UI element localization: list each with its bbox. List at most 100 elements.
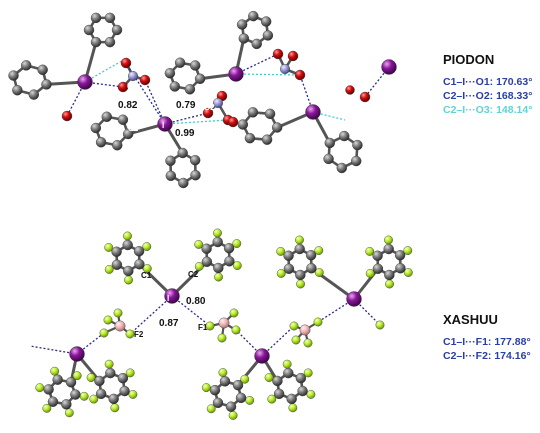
atom-label-o2: O2	[204, 103, 215, 112]
contact-line	[171, 295, 211, 327]
atom-f	[267, 394, 277, 404]
atom-c	[212, 236, 223, 248]
atom-c	[94, 375, 105, 387]
xashuu-angle-c1-i-f1: C1–I···F1: 177.88°	[443, 336, 531, 348]
atom-f	[276, 269, 286, 278]
atom-o	[227, 116, 239, 128]
atom-c	[283, 367, 294, 379]
atom-c	[351, 155, 362, 167]
piodon-distance-labels: 0.82 0.79 0.99	[118, 100, 196, 139]
atom-i	[69, 346, 85, 362]
atom-n	[280, 63, 291, 74]
atom-f	[124, 275, 133, 285]
atom-i	[346, 291, 362, 307]
distance-label-0-87: 0.87	[159, 318, 179, 329]
atom-label-c2: C2	[128, 124, 139, 133]
atom-c	[225, 401, 237, 412]
atom-f	[384, 235, 393, 245]
atom-c	[20, 60, 32, 71]
atom-c	[37, 64, 48, 76]
atom-f	[282, 359, 292, 369]
atom-f	[142, 242, 152, 251]
atom-label-f2: F2	[134, 330, 144, 339]
atom-c	[43, 384, 54, 395]
atom-f	[231, 325, 241, 335]
atom-c	[111, 24, 123, 36]
atom-f	[128, 390, 138, 399]
atom-f	[303, 368, 313, 378]
atom-c	[283, 263, 295, 274]
atom-n	[212, 97, 223, 108]
atom-c	[122, 239, 133, 251]
atom-f	[295, 235, 304, 245]
contact-line	[317, 298, 355, 323]
atom-c	[8, 70, 19, 81]
atom-c	[178, 177, 189, 189]
atom-label-o3: O3	[203, 121, 214, 130]
xashuu-title: XASHUU	[443, 312, 498, 327]
atom-o	[120, 57, 132, 69]
atom-c	[95, 388, 107, 400]
atom-o	[272, 48, 284, 60]
atom-f	[104, 243, 114, 252]
atom-c	[395, 263, 406, 274]
atom-label-c1: C1	[181, 140, 192, 149]
atom-c	[190, 169, 201, 181]
atom-c	[52, 374, 63, 385]
atom-f	[42, 403, 52, 413]
atom-f	[213, 228, 222, 238]
contact-line	[84, 57, 128, 83]
atom-c	[260, 16, 272, 27]
atom-c	[111, 246, 122, 257]
atom-c	[194, 73, 206, 84]
atom-f	[89, 394, 99, 404]
atom-i	[157, 116, 173, 132]
atom-c	[70, 389, 81, 400]
atom-label-c1: C1	[141, 271, 152, 280]
atom-f	[375, 320, 385, 330]
atom-c	[383, 243, 394, 255]
atom-o	[359, 91, 371, 103]
atom-f	[214, 272, 223, 282]
atom-c	[108, 393, 119, 405]
atom-c	[248, 10, 259, 22]
atom-c	[189, 154, 201, 166]
atom-f	[403, 268, 413, 277]
atom-f	[303, 338, 313, 348]
atom-c	[238, 33, 250, 44]
atom-c	[219, 376, 231, 387]
atom-c	[90, 12, 102, 24]
atom-f	[296, 279, 305, 289]
atom-f	[123, 231, 132, 241]
atom-c	[174, 57, 186, 68]
atom-f	[229, 308, 239, 318]
atom-c	[232, 379, 244, 391]
atom-o	[117, 81, 129, 93]
atom-c	[123, 265, 134, 277]
atom-c	[244, 132, 256, 144]
atom-c	[273, 388, 285, 400]
atom-c	[164, 68, 176, 79]
atom-f	[264, 373, 274, 382]
atom-f	[201, 383, 211, 393]
atom-i	[77, 74, 93, 90]
atom-label-f1: F1	[198, 323, 208, 332]
contact-line	[144, 79, 166, 125]
atom-f	[104, 265, 114, 274]
contact-line	[129, 295, 173, 335]
halogen-bond-contacts	[29, 53, 390, 357]
atom-f	[217, 333, 227, 343]
atom-f	[314, 246, 324, 255]
piodon-title: PIODON	[443, 52, 495, 67]
atom-c	[336, 162, 347, 174]
atom-f	[288, 403, 298, 413]
atom-c	[264, 108, 276, 120]
atom-c	[247, 107, 259, 118]
atom-c	[95, 137, 107, 148]
atom-f	[205, 321, 215, 331]
distance-label-0-82: 0.82	[118, 100, 138, 111]
atom-c	[61, 399, 72, 410]
atom-c	[104, 36, 116, 48]
xashuu-angle-c2-i-f2: C2–I···F2: 174.16°	[443, 350, 531, 362]
atom-f	[72, 371, 82, 381]
